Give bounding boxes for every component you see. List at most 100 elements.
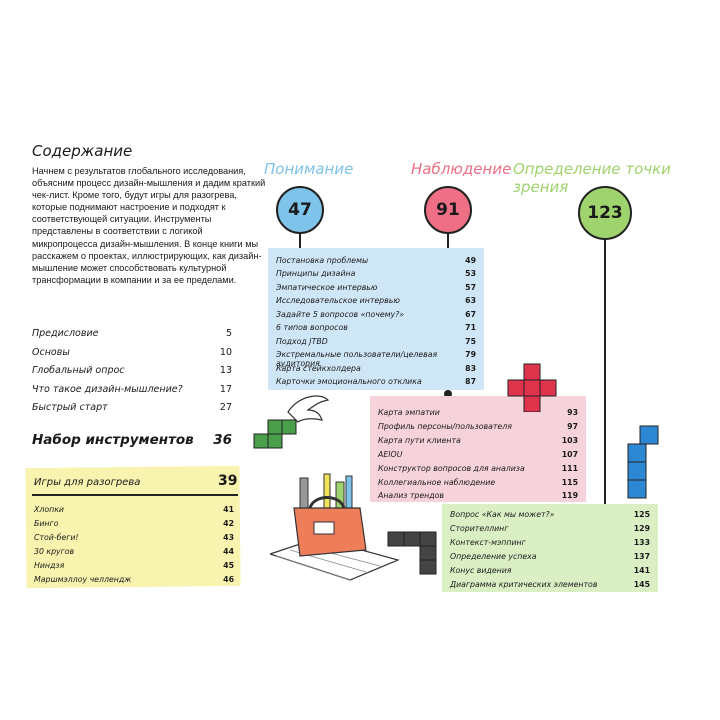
toc-entry-page: 5 (225, 328, 232, 339)
tool-item-page: 145 (633, 580, 650, 589)
tool-item-label: Карта пути клиента (378, 436, 461, 445)
tool-item-page: 87 (465, 377, 476, 386)
tool-item-page: 75 (465, 337, 476, 346)
warmup-item[interactable]: 30 кругов 44 (34, 547, 234, 556)
warmup-item-page: 45 (223, 561, 234, 570)
warmup-item[interactable]: Стой-беги! 43 (34, 533, 234, 542)
warmup-item[interactable]: Бинго 42 (34, 519, 234, 528)
tool-item[interactable]: 6 типов вопросов 71 (276, 323, 476, 332)
warmup-item[interactable]: Ниндзя 45 (34, 561, 234, 570)
column-title-observe: Наблюдение (411, 160, 512, 178)
toolkit-page: 36 (213, 432, 232, 448)
tool-item[interactable]: Исследовательское интервью 63 (276, 296, 476, 305)
toc-entry-label: Что такое дизайн-мышление? (32, 384, 183, 395)
tool-item-label: Сторителлинг (450, 524, 509, 533)
tool-item[interactable]: Коллегиальное наблюдение 115 (378, 478, 578, 487)
tool-item-label: Карта эмпатии (378, 408, 440, 417)
column-title-define: Определение точки зрения (513, 160, 671, 196)
toc-entry[interactable]: Предисловие 5 (32, 328, 232, 339)
tool-item-page: 67 (465, 310, 476, 319)
toc-entry-page: 10 (219, 347, 232, 358)
tool-item-label: 6 типов вопросов (276, 323, 348, 332)
blue-blocks-illustration (627, 425, 659, 499)
warmup-item[interactable]: Маршмэллоу челлендж 46 (34, 575, 234, 584)
balloon-page: 91 (436, 200, 460, 220)
tool-item[interactable]: Вопрос «Как мы может?» 125 (450, 510, 650, 519)
contents-intro: Начнем с результатов глобального исследо… (32, 166, 266, 285)
winged-blocks-illustration (253, 395, 330, 449)
tool-item-page: 53 (465, 269, 476, 278)
tool-item-label: Экстремальные пользователи/целевая аудит… (276, 350, 438, 368)
toc-entry[interactable]: Глобальный опрос 13 (32, 365, 232, 376)
tool-item[interactable]: Экстремальные пользователи/целевая аудит… (276, 350, 476, 368)
warmup-item-page: 43 (223, 533, 234, 542)
balloon-string (604, 236, 606, 512)
tool-item-label: Подход JTBD (276, 337, 328, 346)
tool-item-page: 115 (561, 478, 578, 487)
tool-item-label: Конструктор вопросов для анализа (378, 464, 525, 473)
toc-entry[interactable]: Что такое дизайн-мышление? 17 (32, 384, 232, 395)
tool-item-page: 57 (465, 283, 476, 292)
tool-item-label: Вопрос «Как мы может?» (450, 510, 555, 519)
tool-item-page: 125 (633, 510, 650, 519)
toc-entry-page: 17 (219, 384, 232, 395)
tool-item-label: Профиль персоны/пользователя (378, 422, 512, 431)
tool-item-page: 103 (561, 436, 578, 445)
tool-item-label: Анализ трендов (378, 491, 445, 500)
tool-item[interactable]: Анализ трендов 119 (378, 491, 578, 500)
warmup-item-label: 30 кругов (34, 547, 75, 556)
tool-item[interactable]: Конус видения 141 (450, 566, 650, 575)
tool-item-label: Определение успеха (450, 552, 537, 561)
tool-item-label: Карточки эмоционального отклика (276, 377, 422, 386)
tool-item-label: Задайте 5 вопросов «почему?» (276, 310, 405, 319)
tool-item-page: 97 (567, 422, 578, 431)
tool-item-page: 49 (465, 256, 476, 265)
tool-item[interactable]: Карта пути клиента 103 (378, 436, 578, 445)
warmup-item-page: 41 (223, 505, 234, 514)
warmup-divider (32, 494, 238, 496)
toc-entry[interactable]: Основы 10 (32, 347, 232, 358)
tool-item[interactable]: Подход JTBD 75 (276, 337, 476, 346)
warmup-item-label: Ниндзя (34, 561, 65, 570)
contents-title: Содержание (32, 142, 133, 160)
toolkit-entry[interactable]: Набор инструментов 36 (32, 432, 232, 448)
tool-item-page: 119 (561, 491, 578, 500)
tool-item-page: 83 (465, 364, 476, 373)
warmup-item-label: Хлопки (34, 505, 64, 514)
warmup-title: Игры для разогрева (34, 477, 141, 488)
tool-item-label: Коллегиальное наблюдение (378, 478, 496, 487)
tool-item-page: 129 (633, 524, 650, 533)
tool-item-page: 107 (561, 450, 578, 459)
tool-item[interactable]: Карточки эмоционального отклика 87 (276, 377, 476, 386)
tool-item-page: 141 (633, 566, 650, 575)
tool-item[interactable]: Диаграмма критических элементов 145 (450, 580, 650, 589)
warmup-item-page: 44 (223, 547, 234, 556)
warmup-item-page: 42 (223, 519, 234, 528)
tool-item[interactable]: Профиль персоны/пользователя 97 (378, 422, 578, 431)
warmup-item-label: Стой-беги! (34, 533, 79, 542)
tool-item[interactable]: Сторителлинг 129 (450, 524, 650, 533)
tool-item-page: 71 (465, 323, 476, 332)
warmup-item[interactable]: Хлопки 41 (34, 505, 234, 514)
toc-entry-label: Предисловие (32, 328, 99, 339)
toc-entry-label: Быстрый старт (32, 402, 108, 413)
tool-item-label: Конус видения (450, 566, 512, 575)
toolbox-illustration (270, 473, 437, 581)
tool-item[interactable]: Задайте 5 вопросов «почему?» 67 (276, 310, 476, 319)
tool-item-page: 79 (465, 350, 476, 359)
tool-item-label: Исследовательское интервью (276, 296, 400, 305)
define-panel (442, 504, 658, 592)
toc-entry-page: 13 (219, 365, 232, 376)
tool-item-label: Диаграмма критических элементов (450, 580, 598, 589)
tool-item-page: 63 (465, 296, 476, 305)
toc-entry[interactable]: Быстрый старт 27 (32, 402, 232, 413)
